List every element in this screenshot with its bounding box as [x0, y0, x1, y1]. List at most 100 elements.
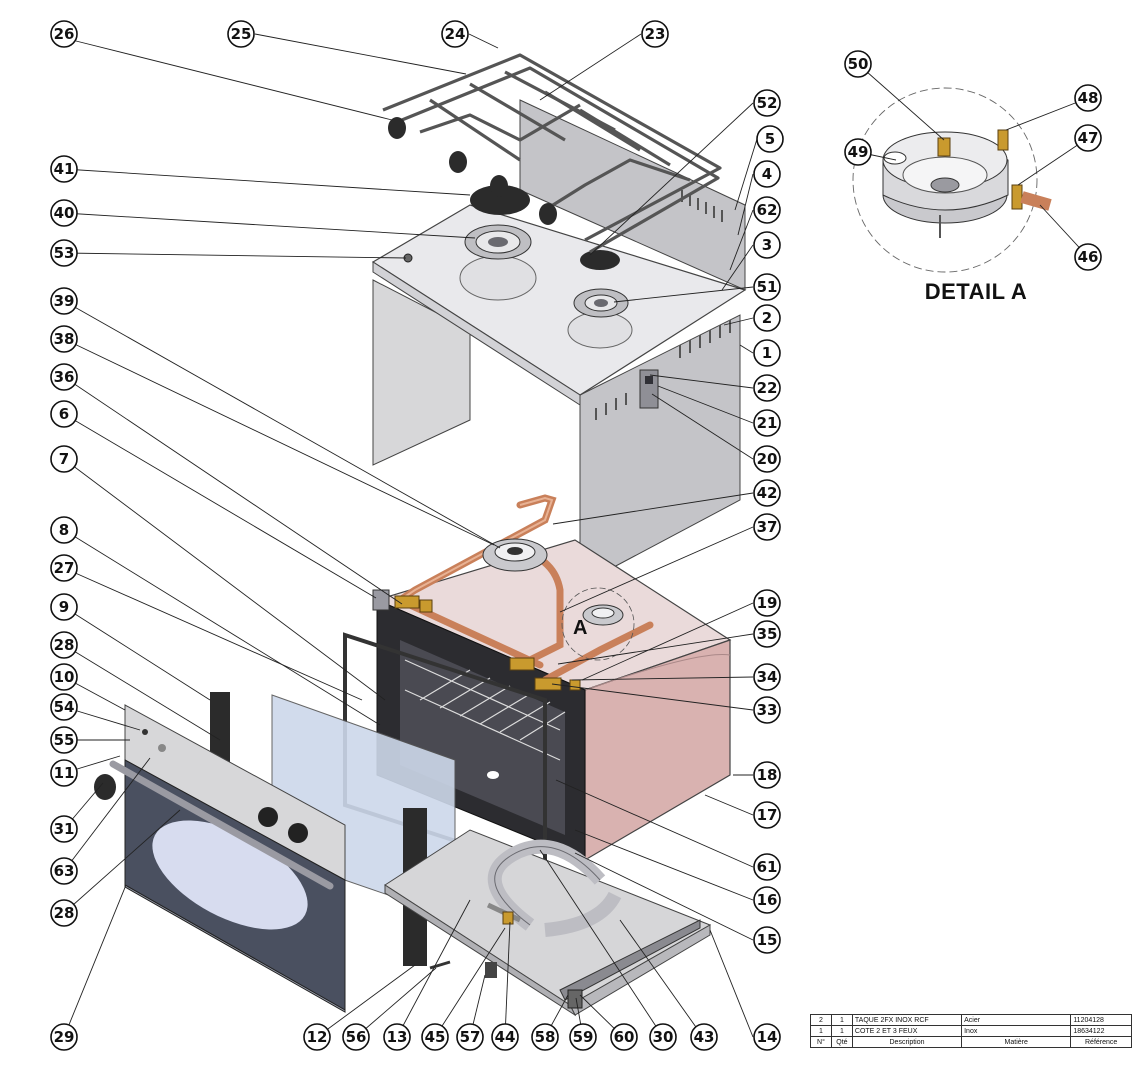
svg-text:26: 26	[54, 25, 75, 43]
callout: 9	[50, 593, 78, 621]
svg-text:45: 45	[425, 1028, 446, 1046]
bom-header-row: N° Qté Description Matière Référence	[810, 1036, 1132, 1048]
callout: 57	[456, 1023, 484, 1051]
callout: 15	[753, 926, 781, 954]
svg-text:50: 50	[848, 55, 869, 73]
svg-text:41: 41	[54, 160, 75, 178]
callout: 14	[753, 1023, 781, 1051]
bill-of-materials-table: 2 1 TAQUE 2FX INOX RCF Acier 11204128 1 …	[810, 1014, 1132, 1048]
callout: 41	[50, 155, 78, 183]
callout: 27	[50, 554, 78, 582]
svg-text:10: 10	[54, 668, 75, 686]
callout: 62	[753, 196, 781, 224]
svg-text:8: 8	[59, 521, 69, 539]
svg-text:31: 31	[54, 820, 75, 838]
svg-text:58: 58	[535, 1028, 556, 1046]
callout: 38	[50, 325, 78, 353]
callout: 2	[753, 304, 781, 332]
svg-text:59: 59	[573, 1028, 594, 1046]
callout: 3	[753, 231, 781, 259]
table-row: 1 1 COTE 2 ET 3 FEUX Inox 18634122	[810, 1025, 1132, 1037]
callout: 59	[569, 1023, 597, 1051]
control-panel	[124, 704, 346, 881]
svg-text:11: 11	[54, 764, 75, 782]
svg-text:6: 6	[59, 405, 69, 423]
svg-text:62: 62	[757, 201, 778, 219]
callout: 24	[441, 20, 469, 48]
svg-text:12: 12	[307, 1028, 328, 1046]
callout: 29	[50, 1023, 78, 1051]
pan-support-grid	[382, 53, 722, 254]
callout: 48	[1074, 84, 1102, 112]
callout: 5	[756, 125, 784, 153]
svg-text:23: 23	[645, 25, 666, 43]
callout: 11	[50, 759, 78, 787]
callout: 10	[50, 663, 78, 691]
callout: 35	[753, 620, 781, 648]
callout: 28	[50, 631, 78, 659]
callout: 61	[753, 853, 781, 881]
callout: 53	[50, 239, 78, 267]
bom-cell-material: Acier	[961, 1014, 1072, 1026]
bom-header-number: N°	[810, 1036, 832, 1048]
cooktop-assembly	[371, 99, 747, 586]
svg-text:13: 13	[387, 1028, 408, 1046]
callout: 43	[690, 1023, 718, 1051]
svg-text:19: 19	[757, 594, 778, 612]
bom-cell-number: 2	[810, 1014, 832, 1026]
svg-text:52: 52	[757, 94, 778, 112]
svg-text:54: 54	[54, 698, 75, 716]
callout: 50	[844, 50, 872, 78]
detail-title: DETAIL A	[924, 279, 1028, 304]
callout: 21	[753, 409, 781, 437]
callout: 34	[753, 663, 781, 691]
callout: 25	[227, 20, 255, 48]
callout: 7	[50, 445, 78, 473]
callout: 63	[50, 857, 78, 885]
knob	[94, 774, 116, 800]
callout-bubbles: 26 25 24 23 52 5 4 62 3 51 2 1 22 21 20 …	[50, 20, 1102, 1051]
callout: 42	[753, 479, 781, 507]
svg-text:7: 7	[59, 450, 69, 468]
svg-text:27: 27	[54, 559, 75, 577]
bom-cell-description: TAQUE 2FX INOX RCF	[851, 1014, 963, 1026]
callout: 44	[491, 1023, 519, 1051]
callout: 23	[641, 20, 669, 48]
svg-text:36: 36	[54, 368, 75, 386]
callout: 55	[50, 726, 78, 754]
oven-door	[109, 759, 346, 1013]
bom-cell-description: COTE 2 ET 3 FEUX	[851, 1025, 963, 1037]
callout: 12	[303, 1023, 331, 1051]
callout: 18	[753, 761, 781, 789]
svg-text:53: 53	[54, 244, 75, 262]
svg-text:48: 48	[1078, 89, 1099, 107]
callout: 4	[753, 160, 781, 188]
callout: 31	[50, 815, 78, 843]
svg-text:33: 33	[757, 701, 778, 719]
bom-header-reference: Référence	[1070, 1036, 1132, 1048]
grill-burner	[429, 839, 622, 970]
grid-rubber-feet	[388, 117, 557, 225]
table-row: 2 1 TAQUE 2FX INOX RCF Acier 11204128	[810, 1014, 1132, 1026]
callout: 26	[50, 20, 78, 48]
svg-text:2: 2	[762, 309, 772, 327]
callout: 39	[50, 287, 78, 315]
svg-text:60: 60	[614, 1028, 635, 1046]
bom-cell-reference: 18634122	[1070, 1025, 1132, 1037]
callout: 1	[753, 339, 781, 367]
section-marker: A	[573, 617, 587, 639]
svg-text:9: 9	[59, 598, 69, 616]
svg-text:49: 49	[848, 143, 869, 161]
svg-text:61: 61	[757, 858, 778, 876]
callout: 22	[753, 374, 781, 402]
svg-text:28: 28	[54, 904, 75, 922]
bom-cell-material: Inox	[961, 1025, 1072, 1037]
svg-text:38: 38	[54, 330, 75, 348]
callout: 16	[753, 886, 781, 914]
svg-text:42: 42	[757, 484, 778, 502]
callout: 46	[1074, 243, 1102, 271]
svg-text:37: 37	[757, 518, 778, 536]
callout: 36	[50, 363, 78, 391]
callout: 58	[531, 1023, 559, 1051]
